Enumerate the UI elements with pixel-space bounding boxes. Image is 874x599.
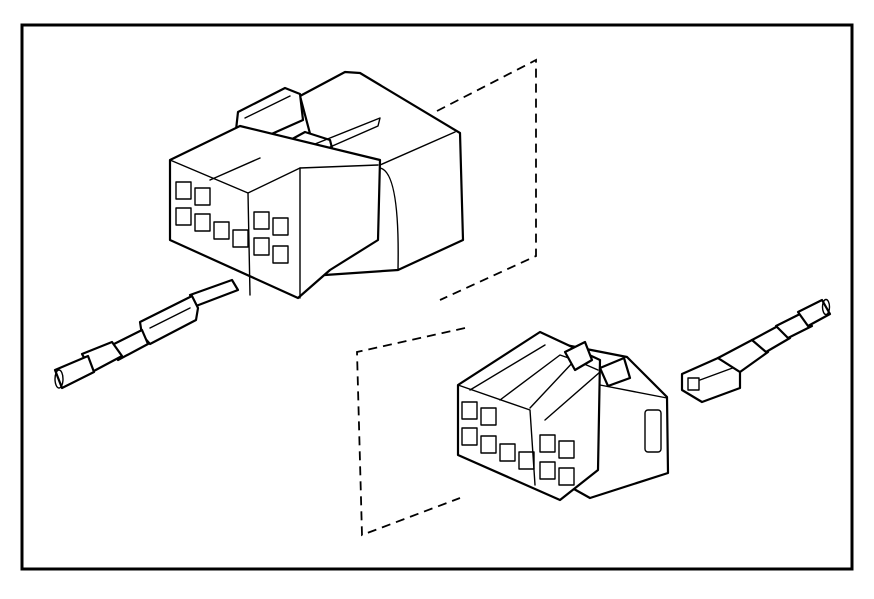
female-connector-housing [356,327,670,537]
female-terminal [680,298,832,404]
female-connector-cavities [461,401,575,486]
male-terminal [53,278,240,390]
male-connector-housing [168,58,537,301]
diagram-frame [20,23,854,571]
male-connector-cavities [175,181,289,264]
